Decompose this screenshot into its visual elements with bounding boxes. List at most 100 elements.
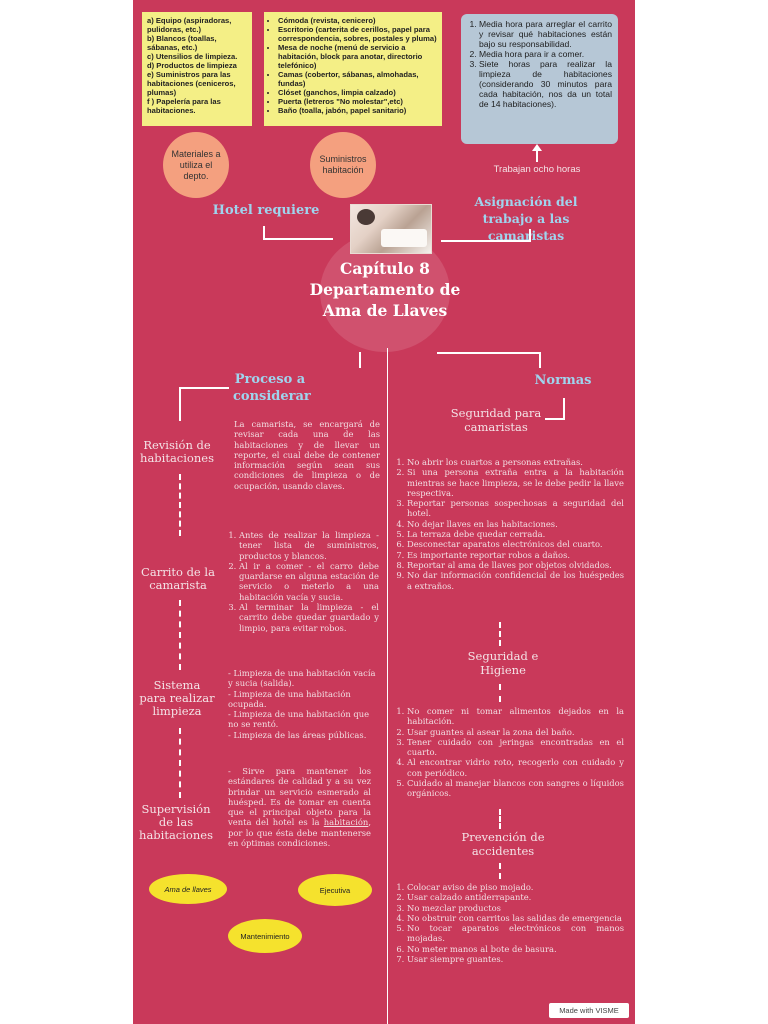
staff-security-title: Seguridad para camaristas — [450, 406, 542, 434]
left-dashed-3 — [179, 728, 181, 798]
main-axis — [387, 348, 388, 1024]
right-dashed-2 — [499, 684, 501, 702]
arrow-shaft — [536, 148, 538, 162]
hygiene-item: Tener cuidado con jeringas encontradas e… — [407, 737, 624, 758]
connector-right-v — [529, 229, 531, 242]
equipment-item: e) Suministros para las habitaciones (ce… — [147, 70, 236, 97]
equipment-item: a) Equipo (aspiradoras, pulidoras, etc.) — [147, 16, 232, 34]
branch-left-v — [359, 352, 361, 368]
cleaning-system-text: - Limpieza de una habitación vacía y suc… — [228, 668, 379, 740]
staff-security-item: Reportar personas sospechosas a segurida… — [407, 498, 624, 519]
materials-circle-label: Materiales a utiliza el depto. — [171, 148, 221, 181]
watermark-text: Made with VISME — [559, 1006, 619, 1015]
cleaning-system-list: - Limpieza de una habitación vacía y suc… — [228, 668, 379, 740]
room-supply-item: Clóset (ganchos, limpia calzado) — [278, 88, 437, 97]
photo-figure — [357, 209, 375, 225]
cart-item: Antes de realizar la limpieza - tener li… — [239, 530, 379, 561]
assignment-item: Media hora para ir a comer. — [479, 49, 612, 59]
branch-right-v — [539, 352, 541, 368]
cart-item: Al ir a comer - el carro debe guardarse … — [239, 561, 379, 602]
equipment-item: c) Utensilios de limpieza. — [147, 52, 238, 61]
oval-housekeeper-label: Ama de llaves — [164, 884, 212, 894]
accident-prevention-item: No meter manos al bote de basura. — [407, 944, 624, 954]
room-supply-item: Camas (cobertor, sábanas, almohadas, fun… — [278, 70, 437, 88]
hygiene-item: Cuidado al manejar blancos con sangres o… — [407, 778, 624, 799]
cleaning-system-item: - Limpieza de una habitación vacía y suc… — [228, 668, 376, 689]
staff-security-item: No abrir los cuartos a personas extrañas… — [407, 457, 624, 467]
cleaning-system-item: - Limpieza de una habitación ocupada. — [228, 688, 351, 709]
supervision-text-after: , por lo que ésta debe mantenerse en ópt… — [228, 817, 371, 849]
staff-security-item: No dejar llaves en las habitaciones. — [407, 519, 624, 529]
branch-right-h — [437, 352, 541, 354]
staff-security-item: Si una persona extraña entra a la habita… — [407, 467, 624, 498]
accident-prevention-item: No mezclar productos — [407, 903, 624, 913]
oval-executive: Ejecutiva — [298, 874, 372, 906]
room-supply-item: Escritorio (carterita de cerillos, papel… — [278, 25, 437, 43]
accident-prevention-item: Usar siempre guantes. — [407, 954, 624, 964]
accident-prevention-title: Prevención de accidentes — [461, 830, 545, 858]
hygiene-item: Al encontrar vidrio roto, recogerlo con … — [407, 757, 624, 778]
cleaning-system-item: - Limpieza de una habitación que no se r… — [228, 709, 370, 730]
work-assignment-title: Asignación del trabajo a las camaristas — [474, 194, 578, 243]
right-bracket-v — [563, 398, 565, 420]
norms-title: Normas — [534, 373, 592, 388]
cart-label: Carrito de la camarista — [141, 565, 215, 592]
right-dashed-3 — [499, 809, 501, 829]
staff-security-item: Reportar al ama de llaves por objetos ol… — [407, 560, 624, 570]
staff-security-list: No abrir los cuartos a personas extrañas… — [398, 457, 624, 591]
oval-executive-label: Ejecutiva — [319, 885, 351, 895]
equipment-item: d) Productos de limpieza — [147, 61, 237, 70]
room-supplies-circle: Suministros habitación — [310, 132, 376, 198]
room-supply-item: Cómoda (revista, cenicero) — [278, 16, 437, 25]
hygiene-item: No comer ni tomar alimentos dejados en l… — [407, 706, 624, 727]
room-supplies-circle-label: Suministros habitación — [319, 154, 367, 175]
works-eight-hours-label: Trabajan ocho horas — [493, 164, 581, 175]
photo-bed — [381, 229, 427, 247]
accident-prevention-item: Colocar aviso de piso mojado. — [407, 882, 624, 892]
accident-prevention-item: Usar calzado antiderrapante. — [407, 892, 624, 902]
hygiene-title: Seguridad e Higiene — [467, 649, 539, 677]
supervision-text-before: - Sirve para mantener los estándares de … — [228, 766, 371, 828]
room-review-text: La camarista, se encargará de revisar ca… — [234, 419, 380, 491]
cart-list: Antes de realizar la limpieza - tener li… — [230, 530, 379, 633]
connector-left-h — [263, 238, 333, 240]
materials-circle: Materiales a utiliza el depto. — [163, 132, 229, 198]
cart-text: Antes de realizar la limpieza - tener li… — [230, 530, 379, 633]
room-supply-item: Baño (toalla, jabón, papel sanitario) — [278, 106, 437, 115]
staff-security-item: Desconectar aparatos electrónicos del cu… — [407, 539, 624, 549]
hygiene-item: Usar guantes al asear la zona del baño. — [407, 727, 624, 737]
room-supply-item: Mesa de noche (menú de servicio a habita… — [278, 43, 437, 70]
right-bracket-h — [545, 418, 565, 420]
room-supervision-label: Supervisión de las habitaciones — [139, 802, 213, 842]
left-bracket-v — [179, 387, 181, 421]
equipment-item: b) Blancos (toallas, sábanas, etc.) — [147, 34, 217, 52]
oval-housekeeper: Ama de llaves — [149, 874, 227, 904]
connector-right-h — [441, 240, 531, 242]
left-dashed-1 — [179, 474, 181, 536]
left-dashed-2 — [179, 600, 181, 670]
connector-left-v — [263, 226, 265, 240]
supervision-text-link: habitación — [323, 817, 369, 828]
staff-security-item: Es importante reportar robos a daños. — [407, 550, 624, 560]
chapter-title: Capítulo 8 Departamento de Ama de Llaves — [309, 259, 461, 320]
right-dashed-4 — [499, 863, 501, 879]
room-review-label: Revisión de habitaciones — [140, 438, 214, 465]
room-supply-item: Puerta (letreros "No molestar",etc) — [278, 97, 437, 106]
accident-prevention-item: No tocar aparatos electrónicos con manos… — [407, 923, 624, 944]
equipment-list: a) Equipo (aspiradoras, pulidoras, etc.)… — [147, 16, 247, 115]
hygiene-text: No comer ni tomar alimentos dejados en l… — [398, 706, 624, 799]
visme-watermark: Made with VISME — [549, 1003, 629, 1018]
work-assignment-list: Media hora para arreglar el carrito y re… — [467, 19, 612, 109]
staff-security-item: No dar información confidencial de los h… — [407, 570, 624, 591]
assignment-item: Media hora para arreglar el carrito y re… — [479, 19, 612, 49]
process-title: Proceso a considerar — [233, 372, 311, 404]
equipment-box: a) Equipo (aspiradoras, pulidoras, etc.)… — [142, 12, 252, 126]
mind-map-poster: a) Equipo (aspiradoras, pulidoras, etc.)… — [133, 0, 635, 1024]
cleaning-system-item: - Limpieza de las áreas públicas. — [228, 729, 367, 740]
staff-security-text: No abrir los cuartos a personas extrañas… — [398, 457, 624, 591]
assignment-item: Siete horas para realizar la limpieza de… — [479, 59, 612, 109]
hotel-requires-title: Hotel requiere — [212, 203, 320, 218]
hygiene-list: No comer ni tomar alimentos dejados en l… — [398, 706, 624, 799]
room-supplies-box: Cómoda (revista, cenicero)Escritorio (ca… — [264, 12, 442, 126]
housekeeping-photo — [350, 204, 432, 254]
